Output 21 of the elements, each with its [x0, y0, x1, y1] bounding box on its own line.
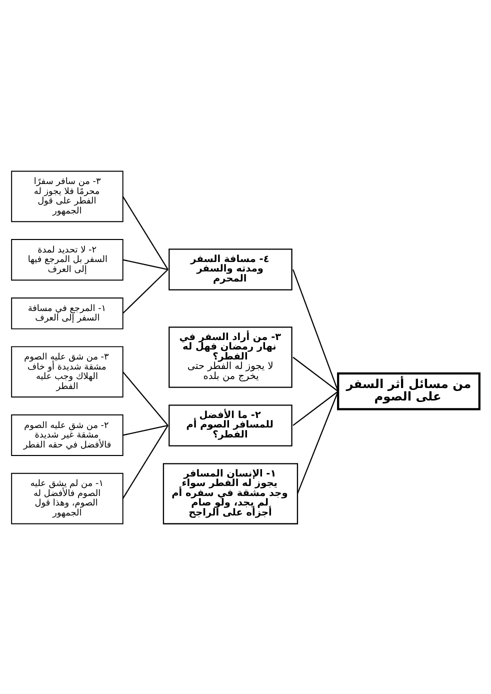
node-box: ١- المرجع في مسافة السفر إلى العرف	[11, 296, 124, 329]
node-box: ١- من لم يشق عليه الصوم فالأفضل له الصوم، وهذا قول الجمهور	[11, 472, 124, 524]
node-box: ٢- لا تحديد لمدة السفر بل المرجع فيها إلى العرف	[11, 238, 124, 280]
connector	[122, 268, 168, 314]
connector	[292, 268, 339, 392]
connector	[122, 258, 168, 270]
connector	[296, 390, 339, 494]
node-box: ٣- من سافر سفرًا محرمًا فلا يجوز له الفطر على قول الجمهور	[11, 170, 124, 222]
connector	[292, 390, 338, 426]
connector	[122, 196, 168, 270]
node-box: ٣- من أراد السفر في نهار رمضان فهل له الفطر؟ لا يجوز له الفطر حتى يخرج من بلده	[168, 326, 292, 388]
node-box: ٣- من شق عليه الصوم مشقة شديدة أو خاف الهلاك وجب عليه الفطر	[11, 346, 124, 398]
node-box: ٢- ما الأفضل للمسافر الصوم أم الفطر؟	[168, 404, 292, 446]
node-box: من مسائل أثر السفر على الصوم	[337, 372, 480, 410]
node-box: ٢- من شق عليه الصوم مشقة غير شديدة فالأفضل في حقه الفطر	[11, 414, 124, 456]
connector	[122, 424, 168, 436]
node-box: ١- الإنسان المسافر يجوز له الفطر سواء وجد مشقة في سفره أم لم يجد، ولو صام أجزأه على الراجح	[162, 462, 298, 524]
connector	[292, 356, 338, 392]
connector	[122, 371, 168, 426]
node-box: ٤- مسافة السفر ومدته والسفر المحرم	[168, 248, 292, 290]
connector	[122, 424, 168, 498]
